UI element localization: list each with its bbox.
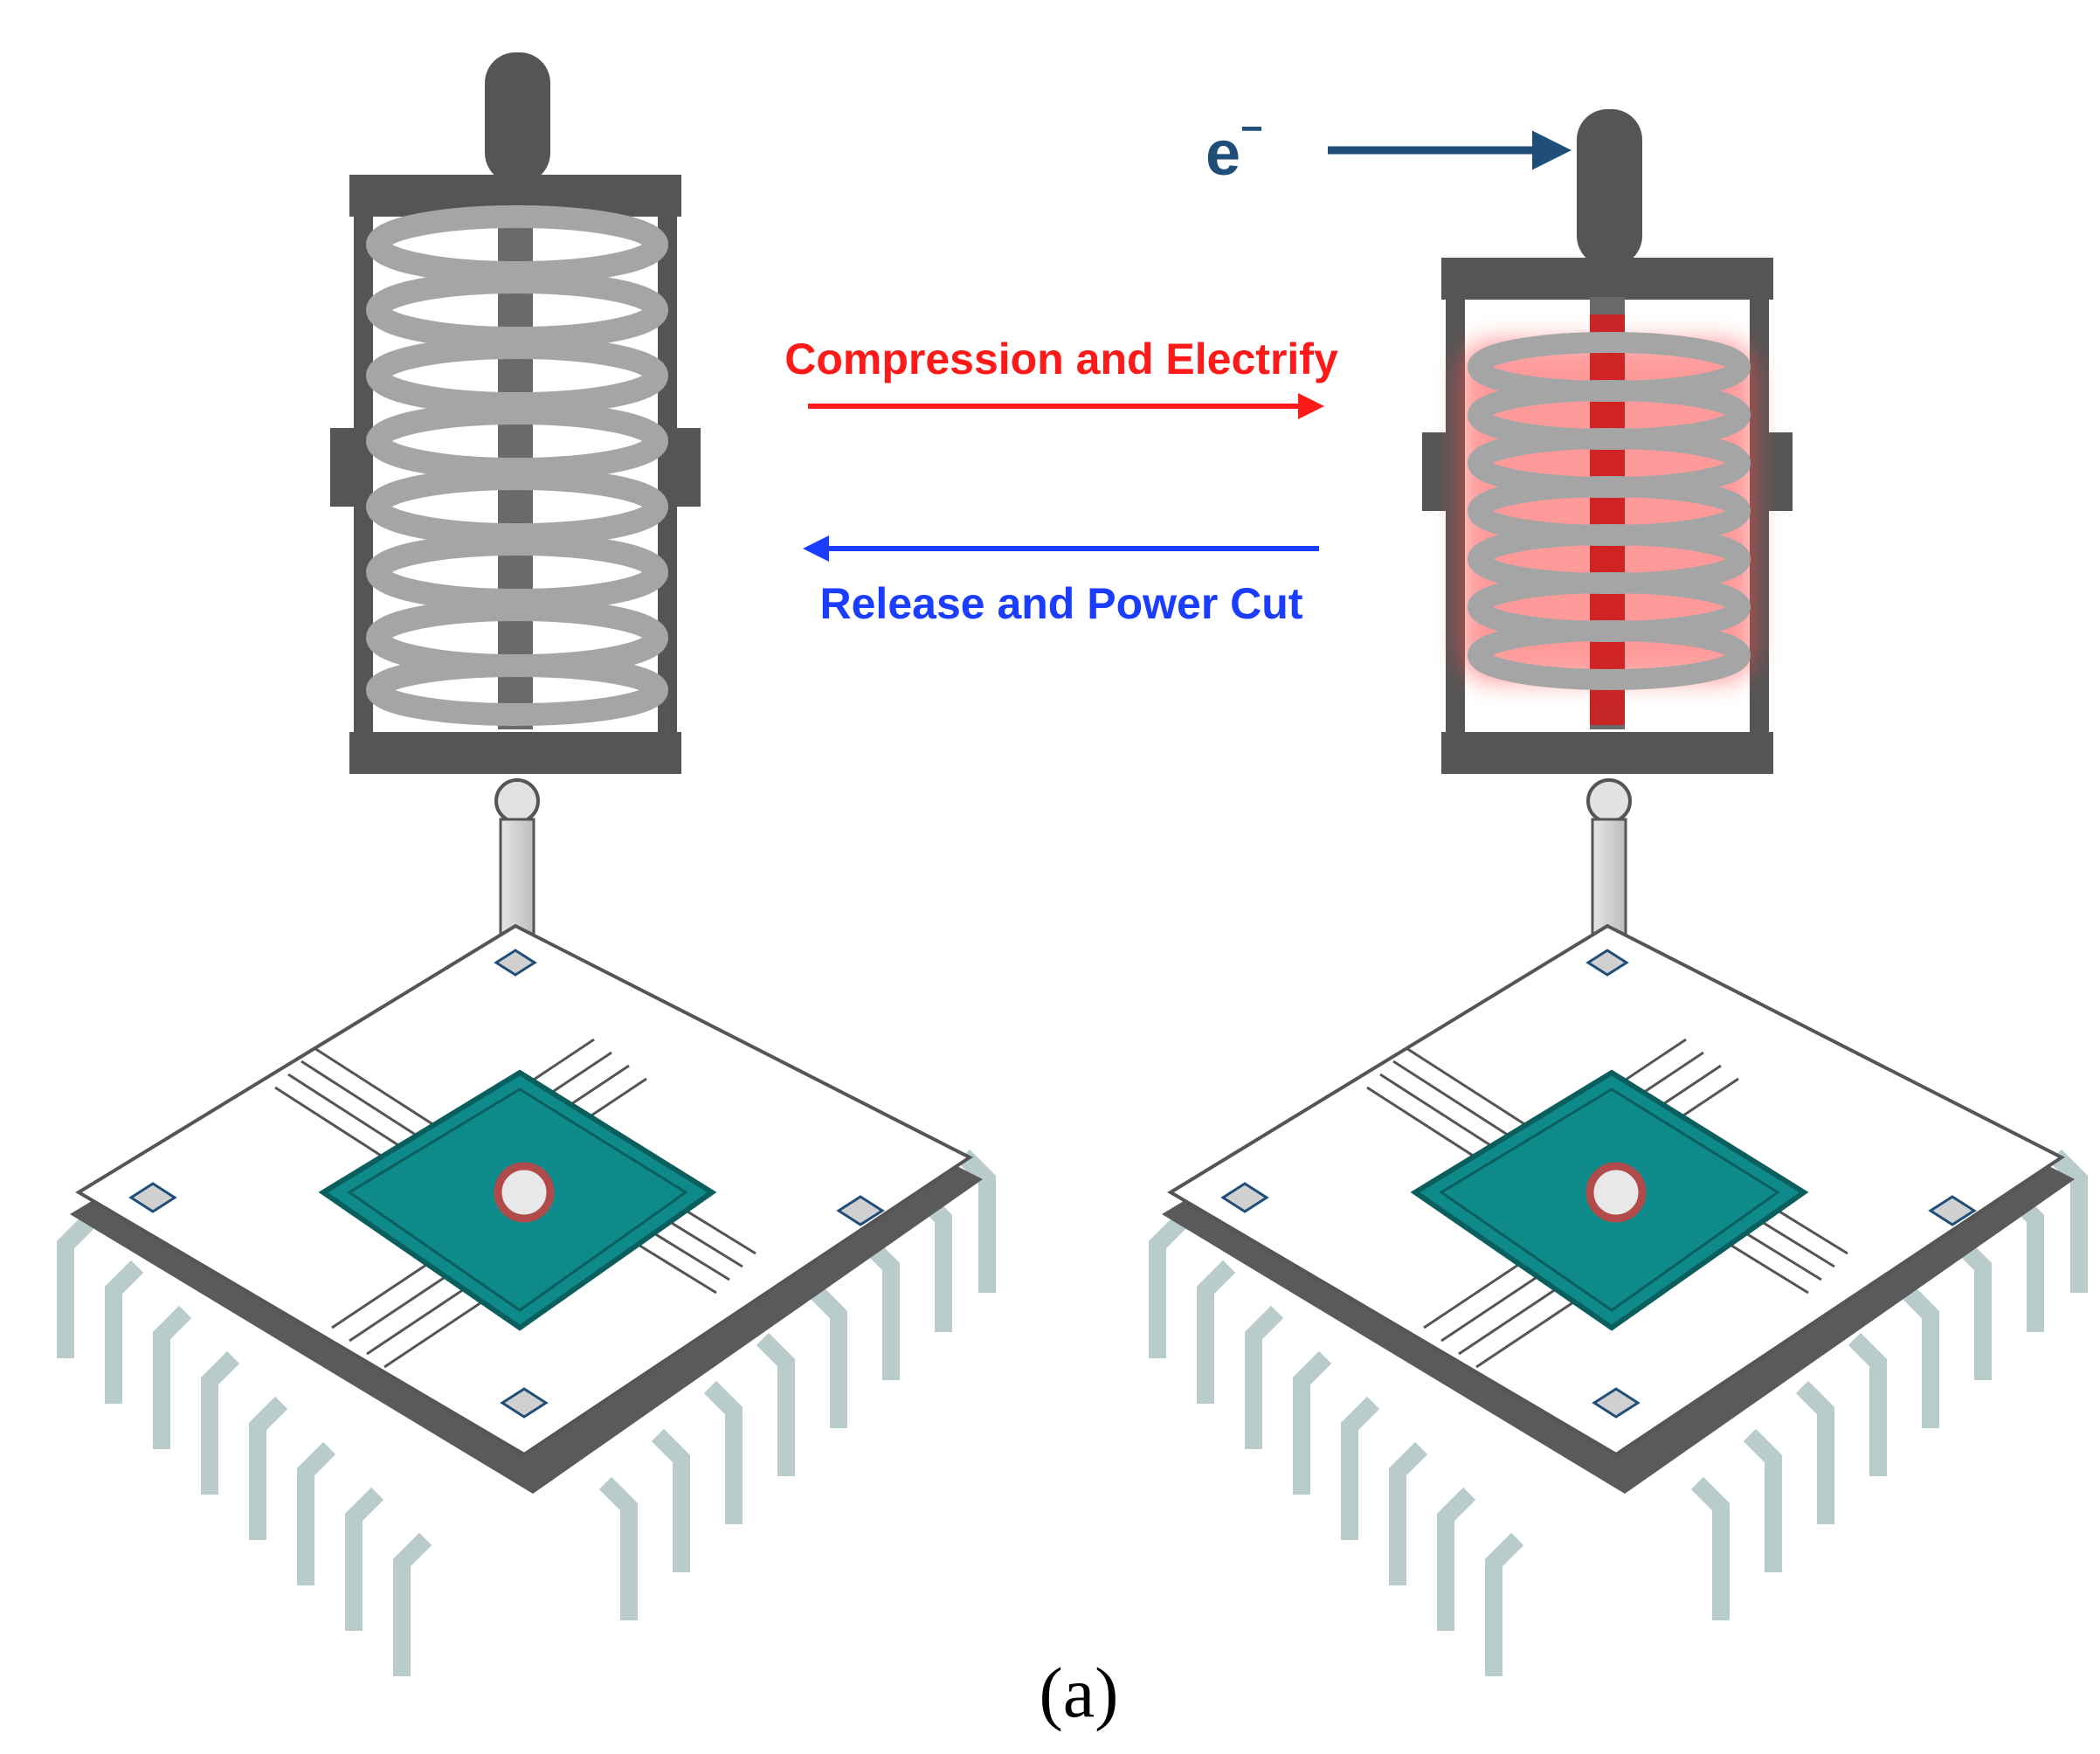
electron-symbol: e [1205,119,1240,189]
plunger-right [1577,109,1642,266]
chip-pins-left [57,1149,996,1676]
chip-right [1149,923,2088,1676]
reverse-label: Release and Power Cut [820,579,1303,628]
electron-superscript: − [1240,107,1263,150]
probe-right [1422,109,1793,1084]
caption: (a) [1039,1653,1118,1732]
contact-pad-left [494,1162,555,1223]
chip-pads-left [128,949,885,1419]
chip-die-right [1410,1069,1809,1331]
chip-left [57,923,996,1676]
forward-label: Compression and Electrify [784,335,1338,383]
contact-pad-right [1585,1162,1647,1223]
spring-right [1468,332,1751,690]
chip-pins-right [1149,1149,2088,1676]
plunger-left [485,52,550,183]
chip-die-left [318,1069,717,1331]
electron-label: e− [1205,107,1263,189]
probe-left [330,52,701,1077]
frame-left [330,175,701,774]
spring-left [366,205,668,726]
chip-pads-right [1220,949,1977,1419]
